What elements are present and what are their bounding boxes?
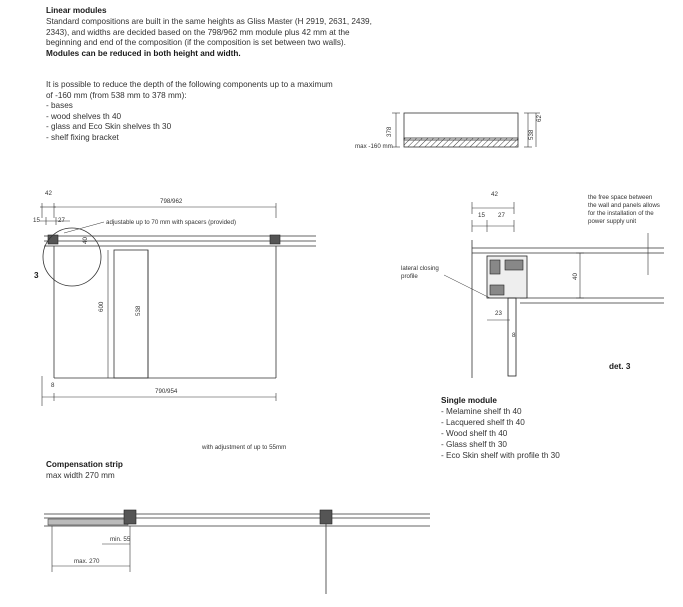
- single-module-title: Single module: [441, 396, 497, 405]
- dim-42: 42: [45, 190, 52, 197]
- lateral-label: profile: [401, 273, 418, 280]
- depth-item: - glass and Eco Skin shelves th 30: [46, 122, 172, 131]
- det3-dim-15: 15: [478, 212, 485, 219]
- depth-item: - wood shelves th 40: [46, 111, 122, 121]
- dim-790-954: 790/954: [155, 388, 178, 395]
- dim-378: 378: [386, 126, 393, 137]
- intro-heading: Linear modules: [46, 6, 107, 15]
- free-space-note: the wall and panels allows: [588, 202, 660, 209]
- dim-40: 40: [82, 237, 89, 244]
- depth-item: - shelf fixing bracket: [46, 132, 119, 142]
- dim-538-elevation: 538: [135, 305, 142, 316]
- min-55-label: min. 55: [110, 536, 131, 543]
- detail-3-callout-circle: [42, 227, 102, 287]
- dim-600: 600: [98, 301, 105, 312]
- detail-callout-3: 3: [34, 271, 39, 280]
- max-270-label: max. 270: [74, 558, 100, 565]
- det3-label: det. 3: [609, 362, 631, 371]
- depth-line-2: of -160 mm (from 538 mm to 378 mm):: [46, 90, 187, 100]
- dim-538: 538: [528, 129, 535, 140]
- dim-15: 15: [33, 217, 40, 224]
- intro-line-1: Standard compositions are built in the s…: [46, 17, 372, 26]
- spacer-note: adjustable up to 70 mm with spacers (pro…: [106, 219, 237, 226]
- lateral-label: lateral closing: [401, 265, 439, 272]
- shelf-outline: [403, 112, 519, 141]
- single-module-item: - Wood shelf th 40: [441, 429, 508, 438]
- det3-dim-8: 8: [512, 332, 516, 339]
- dim-62: 62: [536, 115, 543, 122]
- depth-line-1: It is possible to reduce the depth of th…: [46, 80, 333, 89]
- dim-798-962: 798/962: [160, 198, 183, 205]
- adjustment-note: with adjustment of up to 55mm: [202, 444, 287, 451]
- compensation-subtitle: max width 270 mm: [46, 471, 115, 480]
- single-module-item: - Lacquered shelf th 40: [441, 418, 525, 427]
- intro-bold-note: Modules can be reduced in both height an…: [46, 48, 241, 58]
- free-space-note: for the installation of the: [588, 210, 654, 217]
- intro-line-3: beginning and end of the composition (if…: [46, 38, 346, 47]
- shelf-hatched-section: [403, 137, 519, 148]
- free-space-note: power supply unit: [588, 218, 637, 225]
- free-space-note: the free space between: [588, 194, 653, 201]
- det3-dim-27: 27: [498, 212, 505, 219]
- intro-line-2: 2343), and widths are decided based on t…: [46, 27, 350, 37]
- dim-8: 8: [51, 382, 55, 389]
- depth-item: - bases: [46, 101, 73, 110]
- det3-dim-42: 42: [491, 191, 498, 198]
- max-160-label: max -160 mm: [355, 143, 393, 150]
- det3-dim-23: 23: [495, 310, 502, 317]
- single-module-item: - Glass shelf th 30: [441, 440, 507, 449]
- compensation-title: Compensation strip: [46, 460, 123, 469]
- single-module-item: - Melamine shelf th 40: [441, 407, 522, 416]
- single-module-item: - Eco Skin shelf with profile th 30: [441, 451, 560, 460]
- compensation-strip: [47, 518, 129, 526]
- dim-27: 27: [58, 217, 65, 224]
- det3-dim-40: 40: [572, 273, 579, 280]
